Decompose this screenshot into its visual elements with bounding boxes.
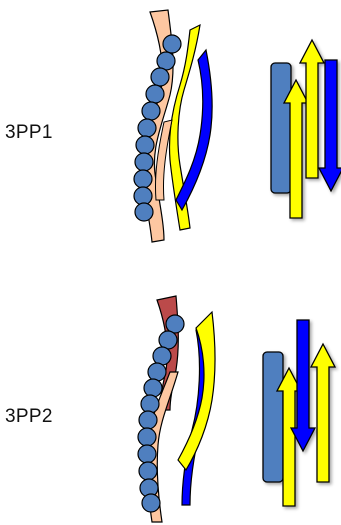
helix-block-3pp2 (263, 352, 283, 482)
topology-3pp2 (263, 320, 335, 506)
topology-3pp1 (271, 40, 341, 218)
structure-3pp2 (138, 296, 335, 522)
helix-bead (151, 68, 169, 86)
helix-bead (134, 170, 152, 188)
helix-bead (166, 315, 184, 333)
helix-bead (153, 347, 171, 365)
yellow-arrow-right-3pp2 (311, 344, 335, 482)
structure-3pp1 (134, 10, 341, 242)
helix-bead (134, 187, 152, 205)
helix-bead (142, 494, 160, 512)
helix-bead (141, 395, 159, 413)
helix-bead (142, 102, 160, 120)
helix-bead (144, 379, 162, 397)
helix-bead (163, 35, 181, 53)
helix-bead (138, 445, 156, 463)
helix-bead (139, 411, 157, 429)
helix-bead (157, 52, 175, 70)
helix-bead (135, 153, 153, 171)
helix-bead (148, 363, 166, 381)
helix-bead (139, 462, 157, 480)
blue-arrow-3pp1 (319, 60, 341, 191)
helix-bead (159, 331, 177, 349)
yellow-arrow-right-3pp1 (300, 40, 324, 178)
helix-bead (136, 136, 154, 154)
helix-bead (138, 119, 156, 137)
helix-bead (135, 203, 153, 221)
helix-block-3pp1 (271, 63, 291, 193)
helix-bead (146, 85, 164, 103)
helix-bead (138, 428, 156, 446)
